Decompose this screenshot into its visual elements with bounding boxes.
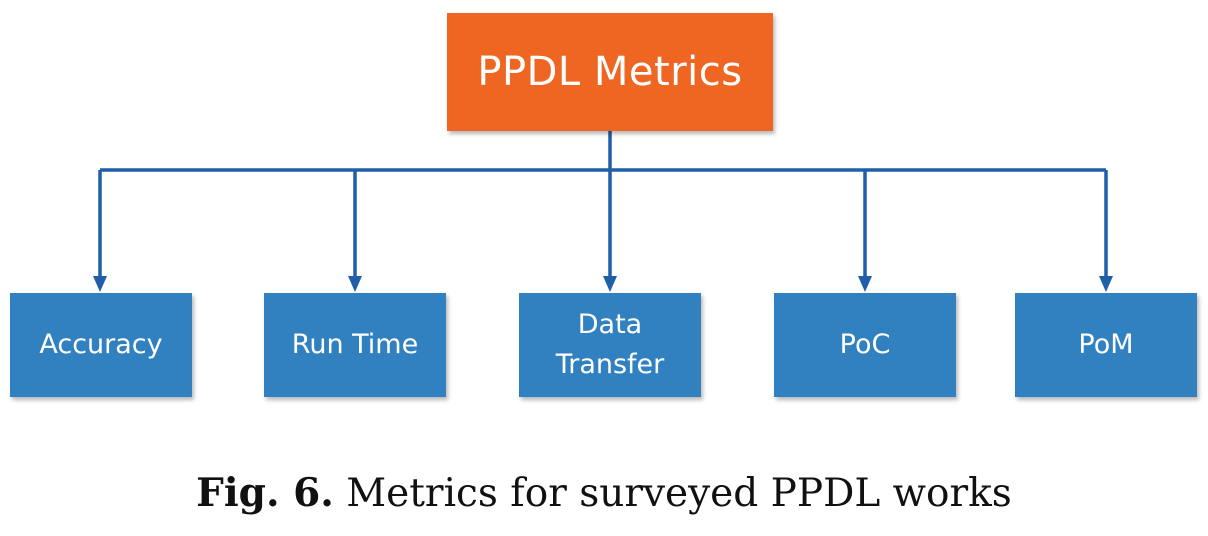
connector-lines	[93, 131, 1113, 292]
arrowhead-data-transfer	[603, 276, 617, 292]
figure-caption: Fig. 6. Metrics for surveyed PPDL works	[0, 470, 1208, 516]
arrowhead-pom	[1099, 276, 1113, 292]
arrowhead-poc	[858, 276, 872, 292]
child-node-run-time: Run Time	[264, 293, 446, 397]
child-node-pom: PoM	[1015, 293, 1197, 397]
child-node-label: Run Time	[291, 329, 419, 360]
arrowhead-run-time	[348, 276, 362, 292]
child-node-label: PoC	[839, 329, 891, 360]
figure-number: Fig. 6.	[196, 470, 334, 516]
child-node-data-transfer: Data Transfer	[519, 293, 701, 397]
metrics-hierarchy-diagram: PPDL Metrics Accuracy Run Time Data Tran…	[10, 13, 1197, 397]
arrowhead-accuracy	[93, 276, 107, 292]
figure-caption-text: Metrics for surveyed PPDL works	[346, 471, 1012, 516]
child-node-label: Accuracy	[39, 329, 163, 360]
child-node-accuracy: Accuracy	[10, 293, 192, 397]
child-node-poc: PoC	[774, 293, 956, 397]
root-node-ppdl-metrics: PPDL Metrics	[447, 13, 773, 131]
child-node-label: Data Transfer	[555, 309, 665, 380]
root-node-label: PPDL Metrics	[477, 49, 743, 95]
child-node-label: PoM	[1078, 329, 1134, 360]
